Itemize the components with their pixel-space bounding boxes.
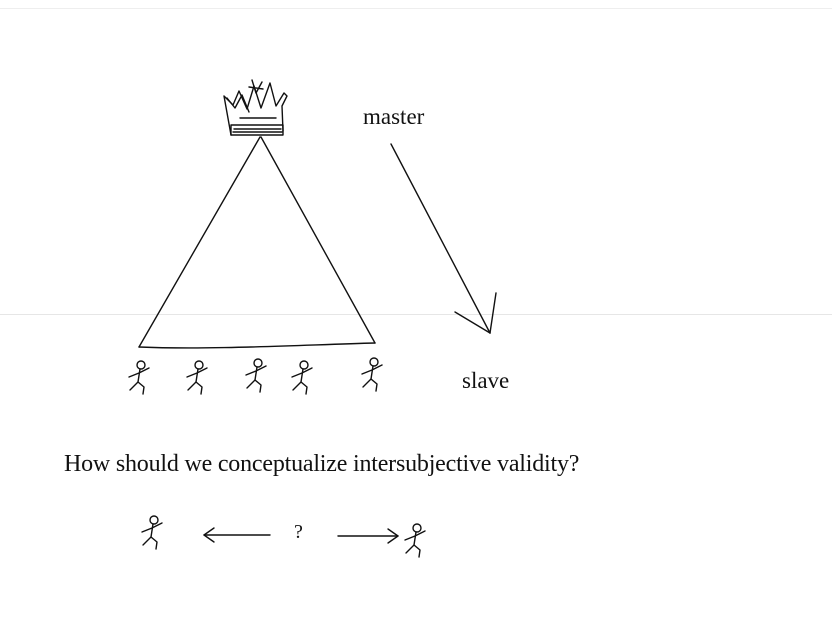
right-arrow [337,528,399,544]
master-to-slave-arrow [390,143,497,334]
subject-a-figure [141,515,163,550]
slave-label: slave [462,368,510,393]
crown-icon [223,79,288,136]
stick-figure-icon [404,523,426,558]
stick-figure-icon [291,360,313,395]
stick-figure-icon [128,360,150,395]
question-text: How should we conceptualize intersubject… [64,451,580,477]
top-divider [0,8,832,9]
stick-figure-icon [361,357,383,392]
stick-figure-icon [245,358,267,393]
master-label: master [363,104,425,129]
subject-b-figure [404,523,426,558]
left-arrow [203,527,271,543]
relation-question-mark: ? [294,521,303,543]
middle-divider [0,314,832,315]
slave-figures [128,357,383,395]
stick-figure-icon [186,360,208,395]
hierarchy-triangle [138,136,376,349]
stick-figure-icon [141,515,163,550]
